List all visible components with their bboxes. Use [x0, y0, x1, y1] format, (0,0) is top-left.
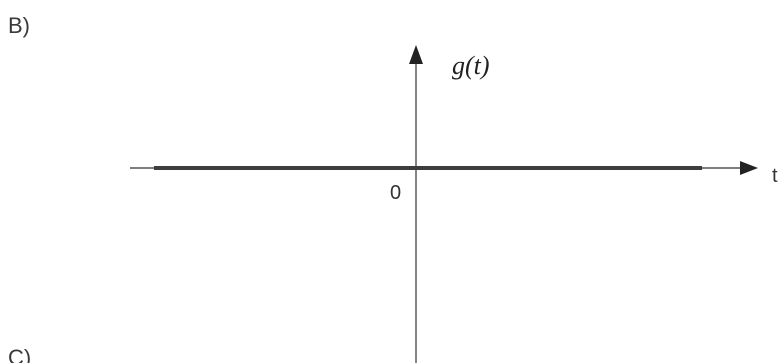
t-axis-arrowhead	[740, 161, 758, 175]
g-axis-arrowhead	[409, 45, 423, 64]
t-axis-label: t	[772, 165, 778, 187]
g-axis-label: g(t)	[452, 51, 490, 80]
part-b-label: B)	[8, 13, 30, 38]
origin-label: 0	[390, 182, 401, 204]
part-c-label: C)	[8, 345, 32, 363]
